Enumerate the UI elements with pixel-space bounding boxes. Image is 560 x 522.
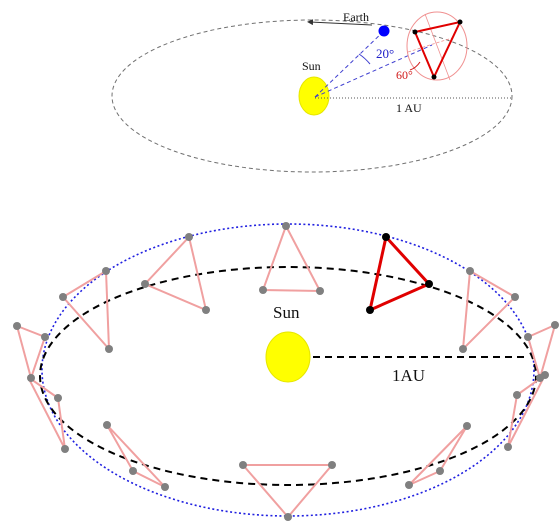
vertex-dot bbox=[185, 233, 193, 241]
faded-triangle bbox=[15, 324, 47, 382]
vertex-dot bbox=[282, 222, 290, 230]
constellation-normal bbox=[407, 37, 453, 53]
constellation-axis bbox=[424, 13, 451, 81]
highlight-vertex bbox=[366, 306, 374, 314]
vertex-dot bbox=[436, 467, 444, 475]
highlight-vertex bbox=[382, 233, 390, 241]
vertex-dot bbox=[13, 322, 21, 330]
sun-bottom bbox=[265, 331, 311, 383]
vertex-dot bbox=[463, 422, 471, 430]
sun-earth-line bbox=[314, 30, 385, 98]
faded-triangle bbox=[106, 424, 166, 488]
vertex-dot bbox=[129, 467, 137, 475]
sun-constellation-line bbox=[314, 44, 433, 98]
distance-label-bottom: 1AU bbox=[392, 366, 425, 385]
triangle-vertex-top bbox=[457, 19, 463, 25]
vertex-dot bbox=[54, 394, 62, 402]
vertex-dot bbox=[41, 333, 49, 341]
vertex-dot bbox=[239, 461, 247, 469]
orbit-triangles bbox=[15, 223, 557, 519]
faded-triangle bbox=[261, 223, 322, 293]
faded-triangle bbox=[461, 269, 517, 352]
orbit-vertices bbox=[13, 222, 559, 521]
constellation-triangle-top bbox=[413, 20, 462, 80]
vertex-dot bbox=[513, 391, 521, 399]
sun-label-top: Sun bbox=[302, 59, 321, 73]
vertex-dot bbox=[259, 286, 267, 294]
angle-label-60: 60° bbox=[396, 68, 413, 82]
top-panel: Earth Sun 1 AU 20° 60° bbox=[111, 10, 513, 173]
angle-label-20: 20° bbox=[376, 46, 394, 61]
vertex-dot bbox=[161, 483, 169, 491]
faded-triangle bbox=[61, 269, 111, 352]
triangle-vertex-top bbox=[412, 29, 418, 35]
orbit-direction-arrow bbox=[307, 19, 373, 26]
vertex-dot bbox=[102, 267, 110, 275]
vertex-dot bbox=[141, 280, 149, 288]
triangle-vertex-top bbox=[431, 74, 437, 80]
vertex-dot bbox=[466, 267, 474, 275]
vertex-dot bbox=[202, 306, 210, 314]
sun-top bbox=[298, 76, 330, 116]
faded-triangle bbox=[408, 425, 468, 486]
earth bbox=[378, 25, 390, 37]
vertex-dot bbox=[103, 421, 111, 429]
faded-triangle bbox=[143, 234, 208, 312]
faded-triangle bbox=[507, 374, 546, 448]
vertex-dot bbox=[61, 445, 69, 453]
faded-triangle bbox=[240, 464, 335, 519]
vertex-dot bbox=[524, 333, 532, 341]
bottom-panel: Sun 1AU bbox=[13, 222, 559, 521]
distance-label-top: 1 AU bbox=[396, 101, 422, 115]
vertex-dot bbox=[504, 443, 512, 451]
vertex-dot bbox=[405, 481, 413, 489]
faded-triangle bbox=[526, 323, 557, 382]
constellation-triangle-highlight bbox=[367, 233, 432, 313]
vertex-dot bbox=[511, 293, 519, 301]
sun-label-bottom: Sun bbox=[273, 303, 300, 322]
earth-orbit bbox=[111, 19, 513, 173]
earth-orbit-ellipse bbox=[39, 266, 537, 486]
highlight-vertex bbox=[425, 280, 433, 288]
earth-label: Earth bbox=[343, 10, 369, 24]
angle-arc-20 bbox=[358, 53, 371, 65]
vertex-dot bbox=[316, 287, 324, 295]
vertex-dot bbox=[551, 321, 559, 329]
constellation-circle bbox=[406, 11, 468, 81]
vertex-dot bbox=[27, 374, 35, 382]
vertex-dot bbox=[284, 513, 292, 521]
vertex-dot bbox=[105, 345, 113, 353]
vertex-dot bbox=[459, 345, 467, 353]
vertex-dot bbox=[536, 374, 544, 382]
faded-triangle bbox=[27, 376, 66, 450]
vertex-dot bbox=[328, 461, 336, 469]
angle-arc-60 bbox=[409, 61, 421, 71]
vertex-dot bbox=[59, 293, 67, 301]
outer-orbit-ellipse bbox=[41, 223, 535, 517]
